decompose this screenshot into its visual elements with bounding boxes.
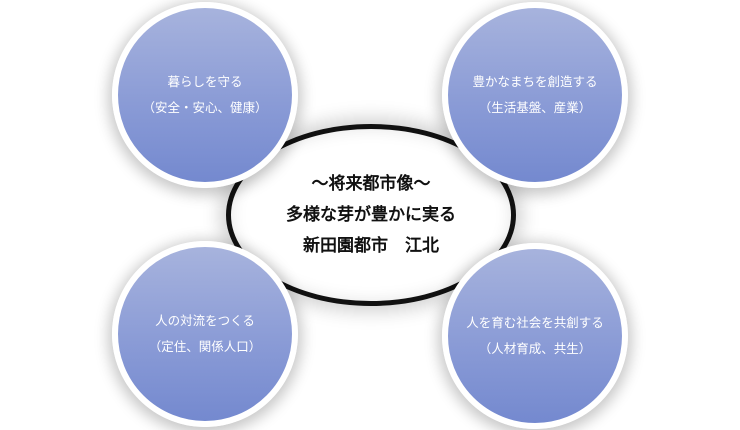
goal-title: 人を育む社会を共創する bbox=[466, 315, 604, 330]
goal-subtitle: （人材育成、共生） bbox=[478, 341, 592, 356]
vision-heading: ～将来都市像～ bbox=[311, 173, 431, 194]
goal-title: 豊かなまちを創造する bbox=[472, 74, 598, 89]
goal-subtitle: （安全・安心、健康） bbox=[142, 100, 268, 115]
goal-subtitle: （定住、関係人口） bbox=[148, 339, 262, 354]
goal-circle-create-town: 豊かなまちを創造する （生活基盤、産業） bbox=[442, 2, 628, 188]
future-city-vision: ～将来都市像～ 多様な芽が豊かに実る 新田園都市 江北 bbox=[226, 124, 516, 306]
goal-circle-co-create-society: 人を育む社会を共創する （人材育成、共生） bbox=[442, 243, 628, 429]
goal-title: 暮らしを守る bbox=[167, 74, 243, 89]
goal-subtitle: （生活基盤、産業） bbox=[478, 100, 592, 115]
goal-circle-protect-living: 暮らしを守る （安全・安心、健康） bbox=[112, 2, 298, 188]
goal-circle-people-flow: 人の対流をつくる （定住、関係人口） bbox=[112, 241, 298, 427]
goal-title: 人の対流をつくる bbox=[155, 313, 255, 328]
vision-slogan: 多様な芽が豊かに実る bbox=[286, 204, 456, 225]
vision-city-name: 新田園都市 江北 bbox=[303, 235, 439, 256]
